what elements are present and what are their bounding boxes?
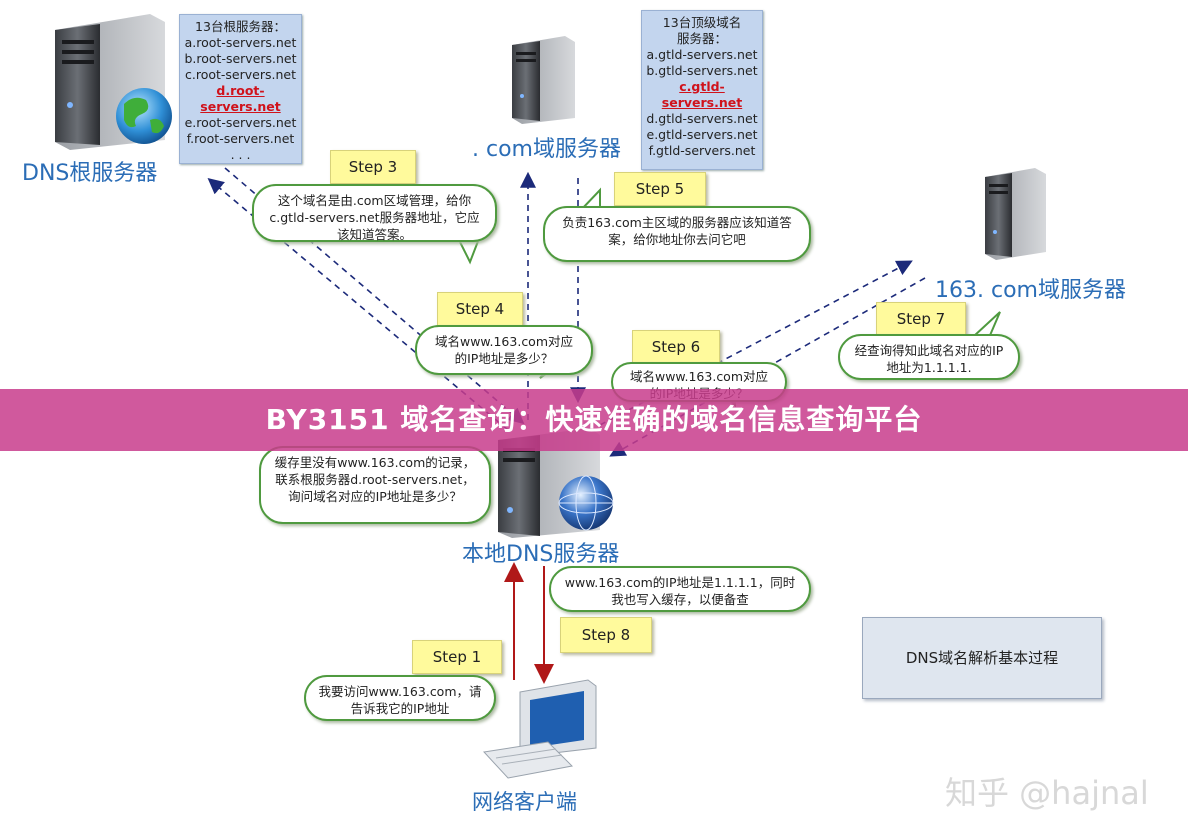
com-list-title: 13台顶级域名服务器： xyxy=(662,15,742,46)
step5-bubble: 负责163.com主区域的服务器应该知道答案，给你地址你去问它吧 xyxy=(543,206,811,262)
step7-note: Step 7 xyxy=(876,302,966,336)
list-item: a.root-servers.net xyxy=(184,35,297,50)
step8-bubble: www.163.com的IP地址是1.1.1.1，同时我也写入缓存，以便备查 xyxy=(549,566,811,612)
list-item-highlighted: d.root-servers.net xyxy=(200,83,281,114)
globe-icon xyxy=(558,475,614,531)
site-server-icon xyxy=(985,168,1046,260)
list-item: e.root-servers.net xyxy=(184,115,297,130)
step6-note: Step 6 xyxy=(632,330,720,364)
com-server-list: 13台顶级域名服务器： a.gtld-servers.net b.gtld-se… xyxy=(641,10,763,170)
globe-icon xyxy=(116,88,172,144)
client-arrows xyxy=(504,562,554,684)
site-server-label: 163. com域服务器 xyxy=(935,278,1126,303)
step7-bubble: 经查询得知此域名对应的IP地址为1.1.1.1. xyxy=(838,334,1020,380)
root-server-label: DNS根服务器 xyxy=(22,161,158,186)
list-item: d.gtld-servers.net xyxy=(646,111,758,126)
step2-bubble: 缓存里没有www.163.com的记录，联系根服务器d.root-servers… xyxy=(259,446,491,524)
step1-note: Step 1 xyxy=(412,640,502,674)
list-item: c.root-servers.net xyxy=(185,67,296,82)
list-item: f.root-servers.net xyxy=(186,131,295,146)
list-item: a.gtld-servers.net xyxy=(646,47,758,62)
step3-note: Step 3 xyxy=(330,150,416,184)
overlay-banner: BY3151 域名查询：快速准确的域名信息查询平台 xyxy=(0,389,1188,451)
diagram-title: DNS域名解析基本过程 xyxy=(862,617,1102,699)
list-item: e.gtld-servers.net xyxy=(646,127,758,142)
list-item: b.gtld-servers.net xyxy=(646,63,758,78)
local-dns-label: 本地DNS服务器 xyxy=(462,542,620,567)
client-label: 网络客户端 xyxy=(472,790,577,814)
step1-bubble: 我要访问www.163.com，请告诉我它的IP地址 xyxy=(304,675,496,721)
root-list-title: 13台根服务器： xyxy=(195,19,286,34)
step5-note: Step 5 xyxy=(614,172,706,206)
com-server-label: . com域服务器 xyxy=(472,137,621,162)
root-server-list: 13台根服务器： a.root-servers.net b.root-serve… xyxy=(179,14,302,164)
watermark: 知乎 @hajnal xyxy=(945,774,1149,812)
list-item: f.gtld-servers.net xyxy=(648,143,756,158)
step8-note: Step 8 xyxy=(560,617,652,653)
step4-note: Step 4 xyxy=(437,292,523,326)
list-item: b.root-servers.net xyxy=(184,51,297,66)
client-computer-icon xyxy=(482,679,597,779)
list-item-highlighted: c.gtld-servers.net xyxy=(661,79,743,110)
com-server-icon xyxy=(512,36,575,124)
step4-bubble: 域名www.163.com对应的IP地址是多少？ xyxy=(415,325,593,375)
step3-bubble: 这个域名是由.com区域管理，给你c.gtld-servers.net服务器地址… xyxy=(252,184,497,242)
list-item: . . . xyxy=(230,147,251,162)
